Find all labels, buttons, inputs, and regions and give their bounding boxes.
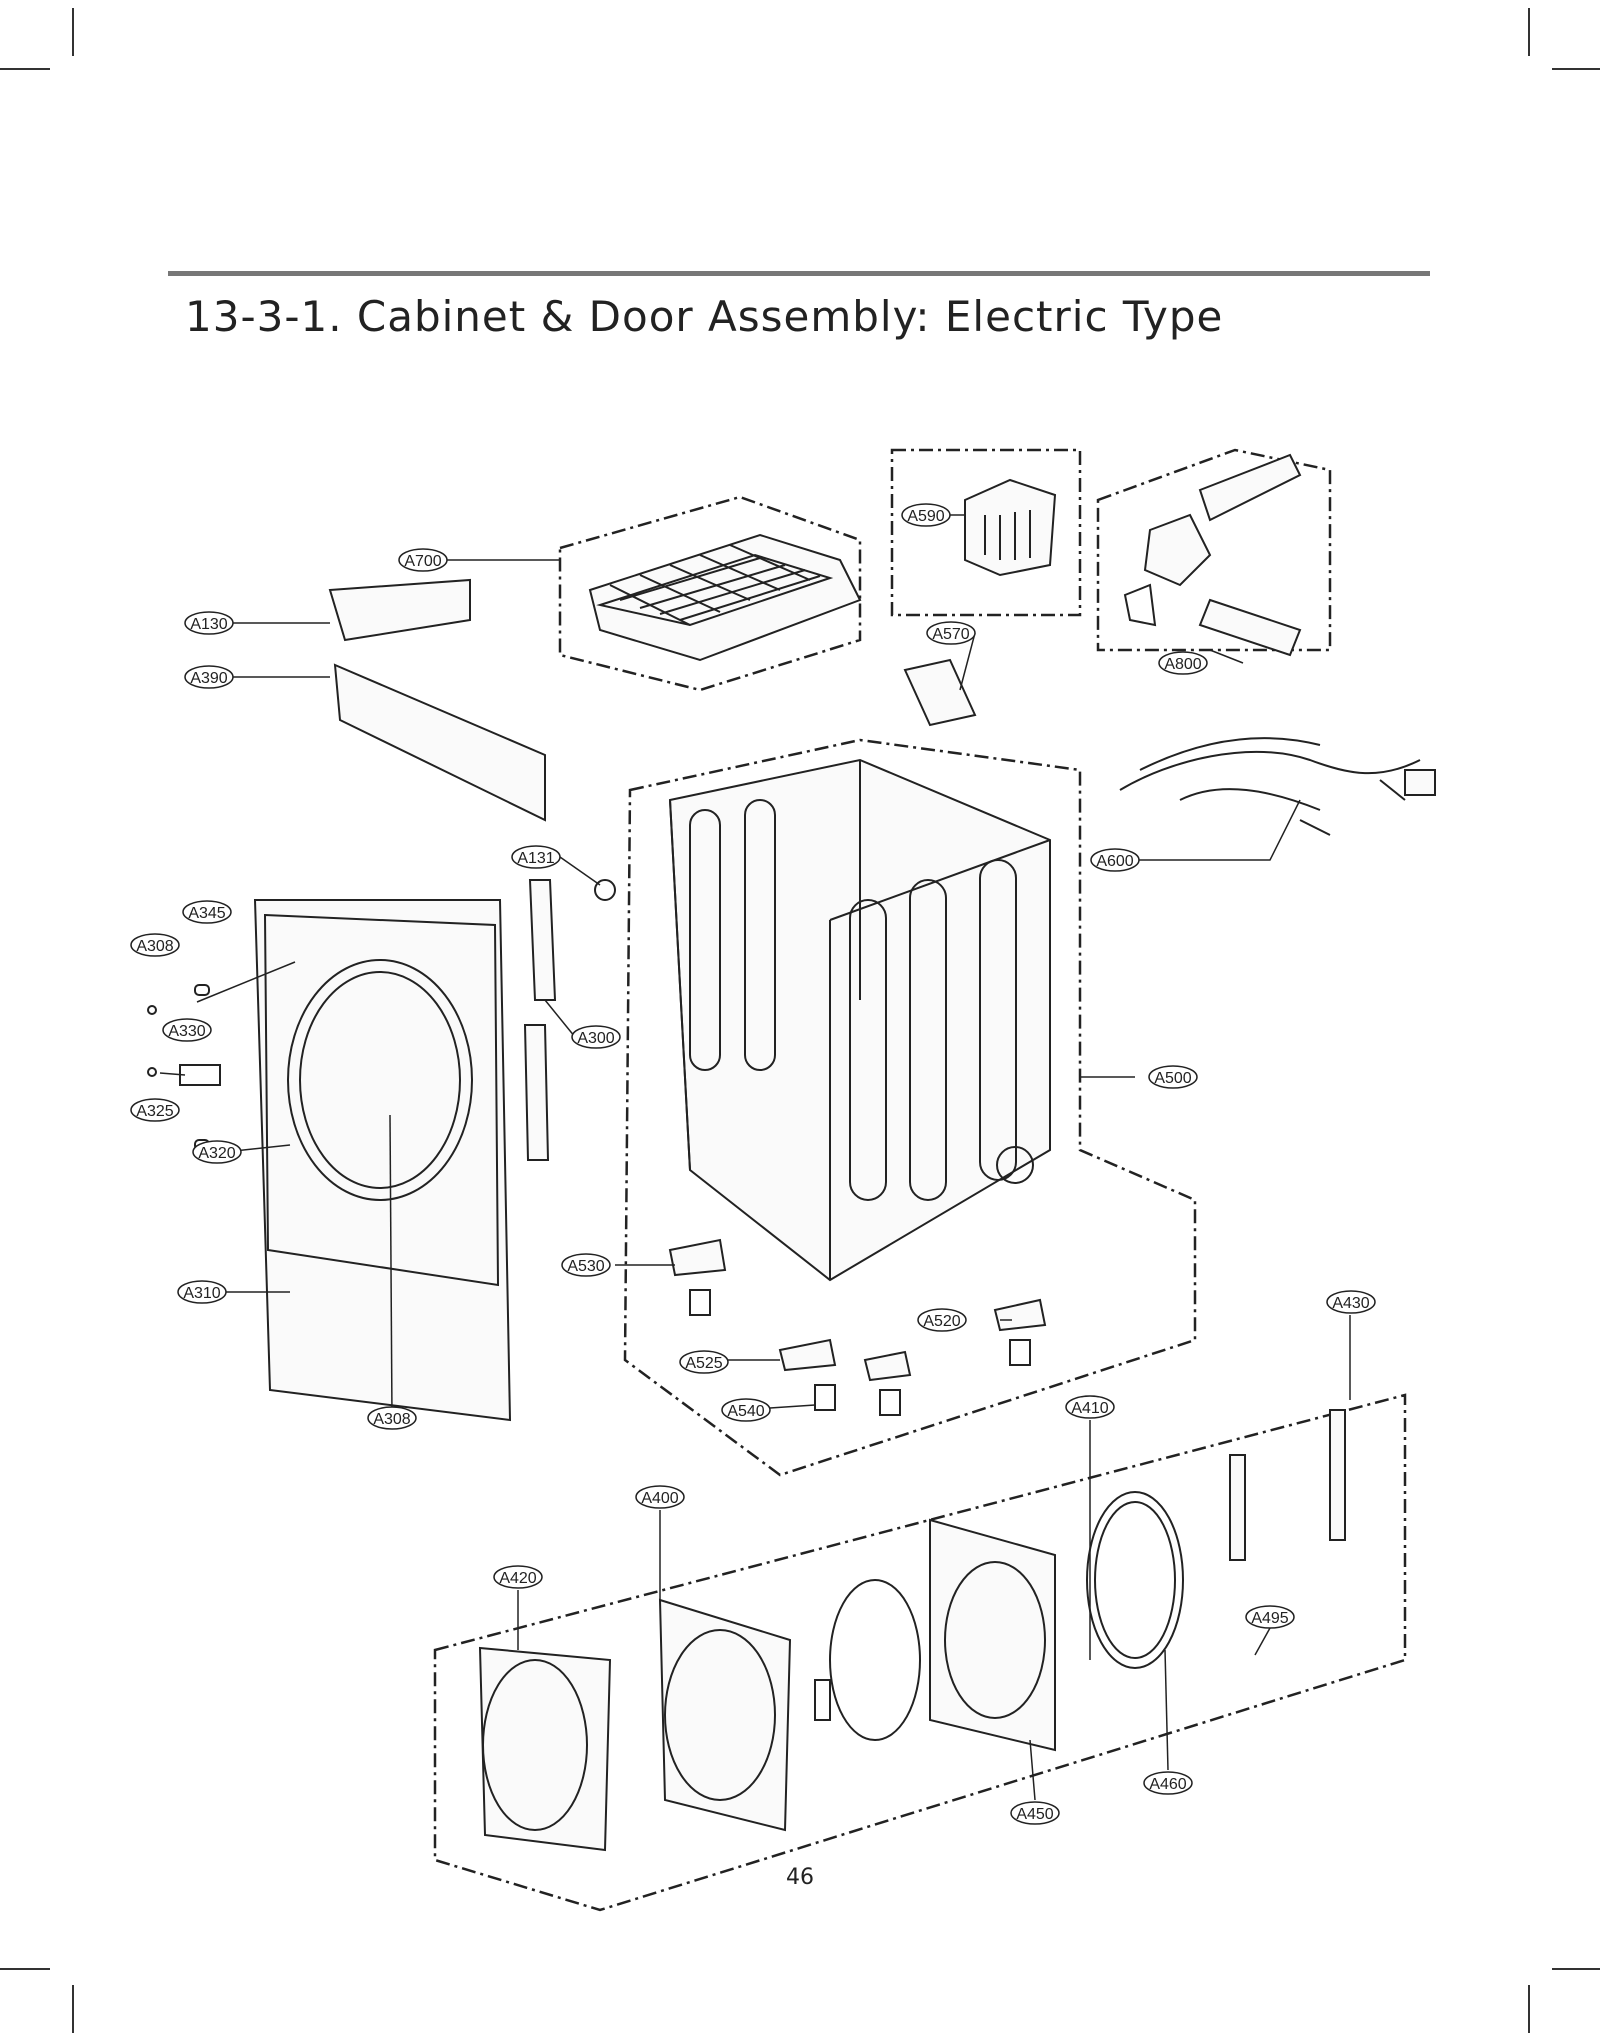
svg-text:A325: A325 (136, 1103, 173, 1120)
crop-mark (1528, 8, 1530, 56)
leg-bracket-part (863, 1350, 912, 1382)
crop-mark (72, 1985, 74, 2033)
group-outline-a590 (890, 448, 1082, 617)
svg-text:A530: A530 (567, 1258, 604, 1275)
group-outline-a800 (1096, 448, 1332, 652)
callout-label: A600 (1090, 848, 1140, 872)
leg-bracket-part (668, 1238, 727, 1277)
callout-label: A300 (571, 1025, 621, 1049)
callout-label: A495 (1245, 1605, 1295, 1629)
callout-label: A520 (917, 1308, 967, 1332)
cover-plate-part (903, 658, 977, 727)
callout-label: A345 (182, 900, 232, 924)
svg-text:A525: A525 (685, 1355, 722, 1372)
svg-text:A450: A450 (1016, 1806, 1053, 1823)
crop-mark (0, 1968, 50, 1970)
callout-label: A500 (1148, 1065, 1198, 1089)
leveling-foot-part (814, 1384, 836, 1411)
svg-text:A600: A600 (1096, 853, 1133, 870)
callout-label: A130 (184, 611, 234, 635)
leveling-foot-part (879, 1389, 901, 1416)
duct-bracket-part (964, 478, 1057, 577)
svg-text:A410: A410 (1071, 1400, 1108, 1417)
callout-label: A430 (1326, 1290, 1376, 1314)
door-glass-part (829, 1579, 921, 1741)
svg-text:A495: A495 (1251, 1610, 1288, 1627)
hinge-bracket-part (523, 1024, 550, 1161)
callout-label: A308 (367, 1406, 417, 1430)
callout-label: A410 (1065, 1395, 1115, 1419)
wire-harness-part (1119, 737, 1436, 836)
leveling-foot-part (1009, 1339, 1031, 1366)
group-outline-a500 (623, 738, 1197, 1477)
control-pcb-part (328, 578, 471, 642)
svg-text:A700: A700 (404, 553, 441, 570)
door-outer-part (478, 1646, 612, 1852)
svg-text:A430: A430 (1332, 1295, 1369, 1312)
crop-mark (1552, 68, 1600, 70)
svg-text:A540: A540 (727, 1403, 764, 1420)
callout-label: A450 (1010, 1801, 1060, 1825)
control-panel-bracket-part (333, 663, 546, 822)
callout-label: A460 (1143, 1771, 1193, 1795)
svg-text:A500: A500 (1154, 1070, 1191, 1087)
door-gasket-part (1086, 1491, 1184, 1669)
svg-text:A345: A345 (188, 905, 225, 922)
crop-mark (1528, 1985, 1530, 2033)
callout-label: A530 (561, 1253, 611, 1277)
svg-text:A520: A520 (923, 1313, 960, 1330)
group-outline-a700 (558, 495, 862, 692)
door-hinge-part (528, 879, 557, 1001)
svg-text:A310: A310 (183, 1285, 220, 1302)
crop-mark (72, 8, 74, 56)
svg-text:A460: A460 (1149, 1776, 1186, 1793)
callout-label: A590 (901, 503, 951, 527)
page-title: 13-3-1. Cabinet & Door Assembly: Electri… (185, 292, 1224, 341)
page-number: 46 (786, 1865, 814, 1890)
leg-bracket-part (993, 1298, 1047, 1332)
callout-label: A325 (130, 1098, 180, 1122)
callout-label: A570 (926, 621, 976, 645)
callout-label: A310 (177, 1280, 227, 1304)
callout-label: A540 (721, 1398, 771, 1422)
svg-text:A308: A308 (136, 938, 173, 955)
callout-label: A131 (511, 845, 561, 869)
front-frame-part (253, 899, 512, 1422)
svg-text:A320: A320 (198, 1145, 235, 1162)
exhaust-duct-part (1123, 453, 1302, 657)
callout-label: A390 (184, 665, 234, 689)
door-frame-part (929, 1518, 1056, 1752)
leg-bracket-part (778, 1338, 837, 1372)
crop-mark (1552, 1968, 1600, 1970)
leveling-foot-part (689, 1289, 711, 1316)
svg-text:A390: A390 (190, 670, 227, 687)
svg-text:A800: A800 (1164, 656, 1201, 673)
header-rule (168, 271, 1430, 276)
svg-text:A300: A300 (577, 1030, 614, 1047)
svg-text:A400: A400 (641, 1490, 678, 1507)
crop-mark (0, 68, 50, 70)
callout-label: A700 (398, 548, 448, 572)
svg-text:A570: A570 (932, 626, 969, 643)
svg-text:A590: A590 (907, 508, 944, 525)
cabinet-part (668, 758, 1051, 1282)
svg-text:A130: A130 (190, 616, 227, 633)
callout-label: A308 (130, 933, 180, 957)
callout-label: A525 (679, 1350, 729, 1374)
callout-label: A320 (192, 1140, 242, 1164)
callout-label: A800 (1158, 651, 1208, 675)
callout-label: A400 (635, 1485, 685, 1509)
svg-text:A308: A308 (373, 1411, 410, 1428)
door-hinge-part (1329, 1409, 1346, 1541)
door-hinge-part (1229, 1454, 1246, 1561)
door-cover-part (658, 1598, 792, 1832)
callout-label: A420 (493, 1565, 543, 1589)
bushing-part (594, 879, 616, 901)
svg-text:A420: A420 (499, 1570, 536, 1587)
svg-text:A330: A330 (168, 1023, 205, 1040)
svg-text:A131: A131 (517, 850, 554, 867)
top-cover-part (588, 533, 862, 662)
callout-label: A330 (162, 1018, 212, 1042)
